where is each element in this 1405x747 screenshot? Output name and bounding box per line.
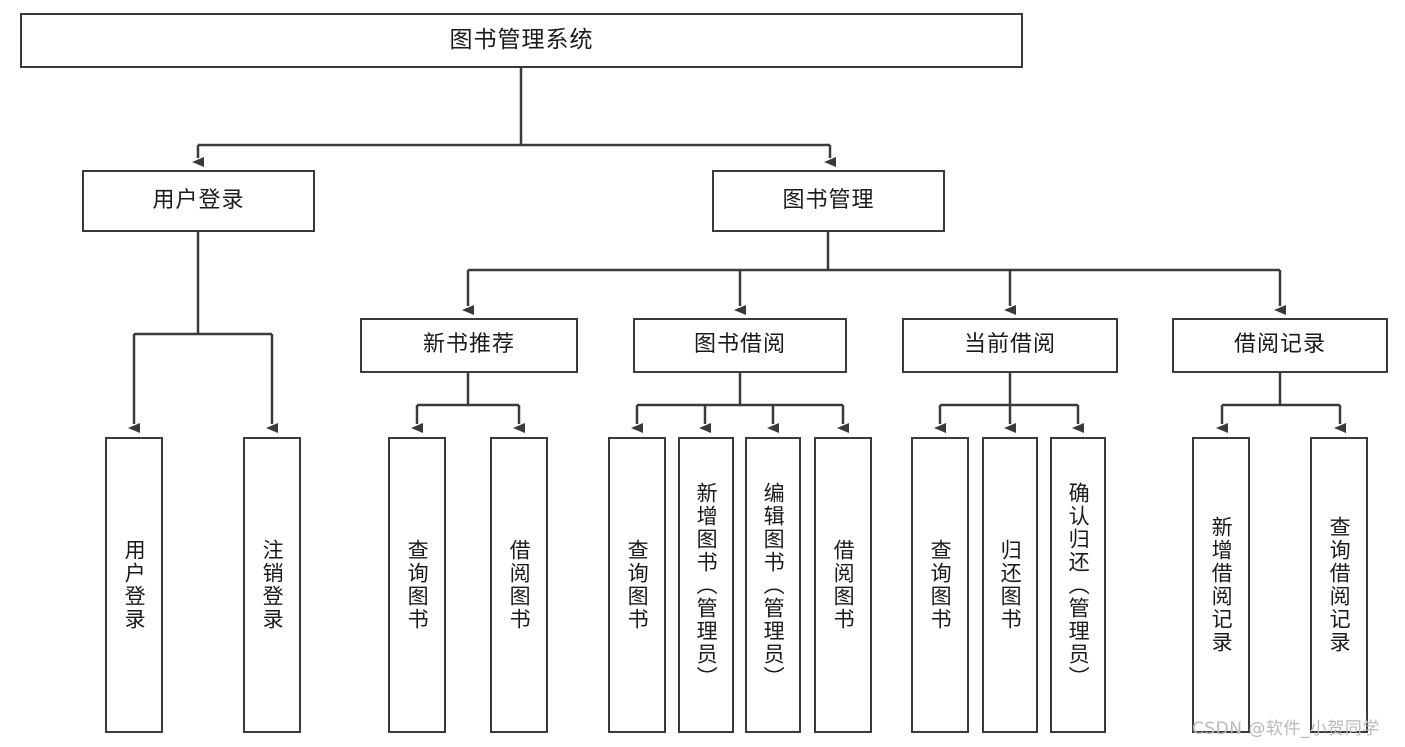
node-book-management[interactable]: 图书管理 <box>712 170 945 232</box>
leaf-query-book-current[interactable]: 查询图书 <box>911 437 969 733</box>
node-current-borrow[interactable]: 当前借阅 <box>902 318 1118 373</box>
leaf-user-login[interactable]: 用户登录 <box>105 437 163 733</box>
leaf-borrow-book-recommend[interactable]: 借阅图书 <box>490 437 548 733</box>
leaf-add-book-admin[interactable]: 新增图书（管理员） <box>678 437 734 733</box>
leaf-borrow-book[interactable]: 借阅图书 <box>814 437 872 733</box>
node-borrow-record[interactable]: 借阅记录 <box>1172 318 1388 373</box>
csdn-watermark: CSDN @软件_小贺同学 <box>1192 719 1380 739</box>
leaf-query-book-borrow[interactable]: 查询图书 <box>608 437 666 733</box>
leaf-query-borrow-record[interactable]: 查询借阅记录 <box>1310 437 1368 733</box>
leaf-confirm-return-admin[interactable]: 确认归还（管理员） <box>1050 437 1106 733</box>
leaf-return-book[interactable]: 归还图书 <box>982 437 1038 733</box>
node-book-borrow[interactable]: 图书借阅 <box>633 318 847 373</box>
leaf-query-book-recommend[interactable]: 查询图书 <box>388 437 446 733</box>
node-root-book-management-system[interactable]: 图书管理系统 <box>20 13 1023 68</box>
leaf-user-logout[interactable]: 注销登录 <box>243 437 301 733</box>
node-new-book-recommend[interactable]: 新书推荐 <box>360 318 578 373</box>
leaf-add-borrow-record[interactable]: 新增借阅记录 <box>1192 437 1250 733</box>
leaf-edit-book-admin[interactable]: 编辑图书（管理员） <box>745 437 801 733</box>
node-user-login[interactable]: 用户登录 <box>82 170 315 232</box>
